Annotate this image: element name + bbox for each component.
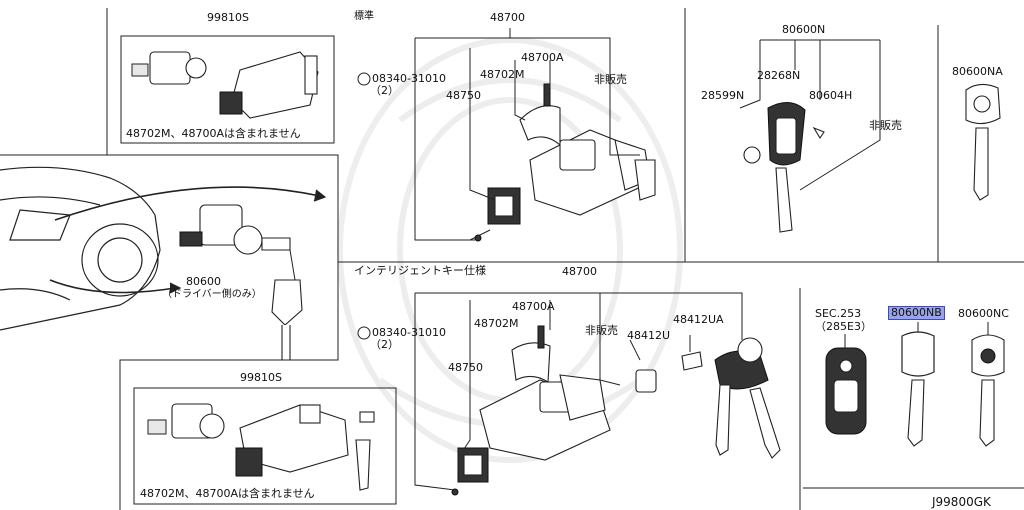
car-illustration [0, 166, 327, 331]
kit-top-box [120, 35, 335, 144]
std-48750-label: 48750 [446, 89, 481, 102]
std-ignition-parts [469, 83, 656, 242]
key-set-label: 80600N [782, 23, 826, 36]
kit-bottom-parts [147, 403, 375, 491]
std-bolt-label: 08340-31010 [372, 72, 446, 85]
sec-ref-sub: （285E3） [815, 320, 872, 333]
key-not-sold-label: 非販売 [869, 119, 902, 132]
key-na-label: 80600NA [952, 65, 1003, 78]
key-na-part [965, 83, 1001, 201]
frame-lines [0, 8, 1024, 510]
kit-top-note: 48702M、48700Aは含まれません [126, 127, 301, 140]
int-48412u-label: 48412U [627, 329, 671, 342]
s-markers [357, 72, 371, 340]
std-leader-lines [414, 28, 640, 241]
door-lock-label: 80600 [186, 275, 221, 288]
door-lock-note: （ドライバー側のみ） [162, 289, 262, 300]
door-lock-parts [179, 204, 303, 361]
key-set-parts [739, 39, 881, 233]
key-nb-label-highlighted[interactable]: 80600NB [888, 306, 945, 320]
std-bolt-qty: （2） [370, 84, 399, 97]
int-ignition-parts [414, 292, 781, 496]
kit-bottom-label: 99810S [240, 371, 282, 384]
std-48702m-label: 48702M [480, 68, 525, 81]
kit-top-label: 99810S [207, 11, 249, 24]
section-standard-title: 標準 [354, 11, 374, 22]
key-nc-label: 80600NC [958, 307, 1009, 320]
key-28268n-label: 28268N [757, 69, 801, 82]
kit-bottom-note: 48702M、48700Aは含まれません [140, 487, 315, 500]
int-bolt-label: 08340-31010 [372, 326, 446, 339]
std-not-sold-label: 非販売 [594, 73, 627, 86]
key-nb-part [901, 322, 935, 447]
int-48700a-label: 48700A [512, 300, 555, 313]
int-assembly-label: 48700 [562, 265, 597, 278]
kit-bottom-box [133, 387, 397, 505]
figure-code: J99800GK [932, 495, 991, 509]
key-nc-part [971, 322, 1005, 447]
int-48702m-label: 48702M [474, 317, 519, 330]
intelligent-key-fob [825, 334, 867, 435]
key-80604h-label: 80604H [809, 89, 853, 102]
sec-ref-label: SEC.253 [815, 307, 862, 320]
key-28599n-label: 28599N [701, 89, 745, 102]
int-bolt-qty: （2） [370, 338, 399, 351]
kit-top-parts [131, 51, 319, 119]
section-intelligent-title: インテリジェントキー仕様 [354, 264, 486, 277]
int-48412ua-label: 48412UA [673, 313, 724, 326]
int-48750-label: 48750 [448, 361, 483, 374]
std-assembly-label: 48700 [490, 11, 525, 24]
std-48700a-label: 48700A [521, 51, 564, 64]
int-not-sold-label: 非販売 [585, 324, 618, 337]
